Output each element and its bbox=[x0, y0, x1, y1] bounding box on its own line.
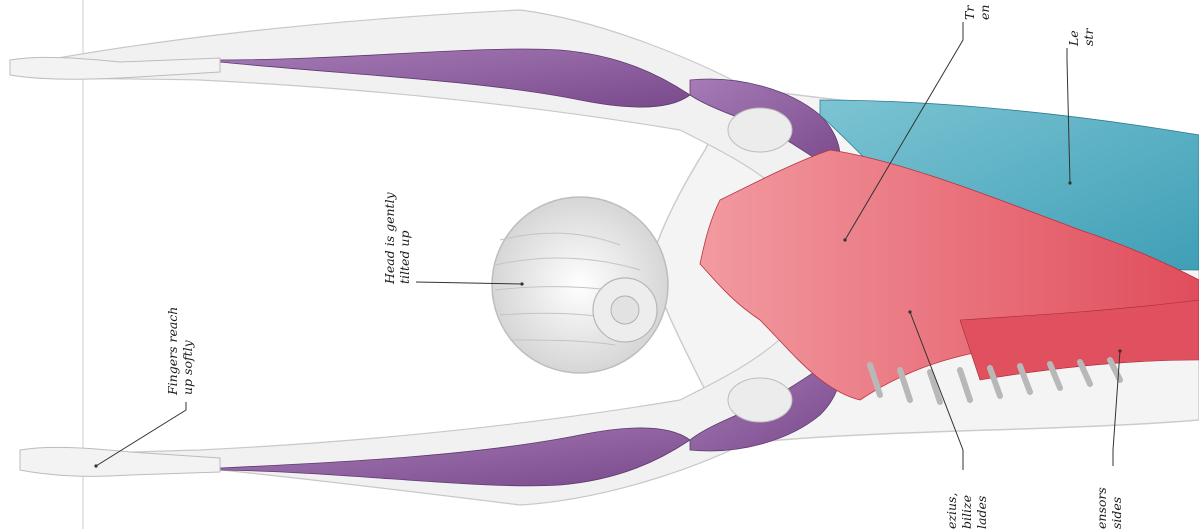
extensors-label: ensors sides bbox=[1094, 487, 1124, 529]
latissimus-label-line-1: Le bbox=[1066, 29, 1081, 46]
trapezius-top-label-line-2: en bbox=[977, 5, 992, 20]
trapezius-top-label-line-1: Tr bbox=[962, 5, 977, 20]
head-label-line-2: tilted up bbox=[397, 192, 412, 284]
fingers-label: Fingers reach up softly bbox=[165, 307, 195, 395]
trapezius-bottom-label-line-1: ezius, bbox=[944, 493, 959, 529]
trapezius-bottom-label-line-3: lades bbox=[974, 493, 989, 529]
latissimus-label-line-2: str bbox=[1081, 29, 1096, 46]
hair-bun-inner bbox=[611, 296, 639, 324]
latissimus-label: Le str bbox=[1066, 29, 1096, 46]
top-shoulder-joint bbox=[728, 108, 792, 152]
trapezius-bottom-label-line-2: bilize bbox=[959, 493, 974, 529]
extensors-label-line-2: sides bbox=[1109, 487, 1124, 529]
trapezius-top-label: Tr en bbox=[962, 5, 992, 20]
extensors-label-line-1: ensors bbox=[1094, 487, 1109, 529]
trapezius-bottom-label: ezius, bilize lades bbox=[944, 493, 989, 529]
bottom-shoulder-joint bbox=[728, 378, 792, 422]
head-label: Head is gently tilted up bbox=[382, 192, 412, 284]
fingers-label-line-1: Fingers reach bbox=[165, 307, 180, 395]
head-label-line-1: Head is gently bbox=[382, 192, 397, 284]
fingers-label-line-2: up softly bbox=[180, 307, 195, 395]
